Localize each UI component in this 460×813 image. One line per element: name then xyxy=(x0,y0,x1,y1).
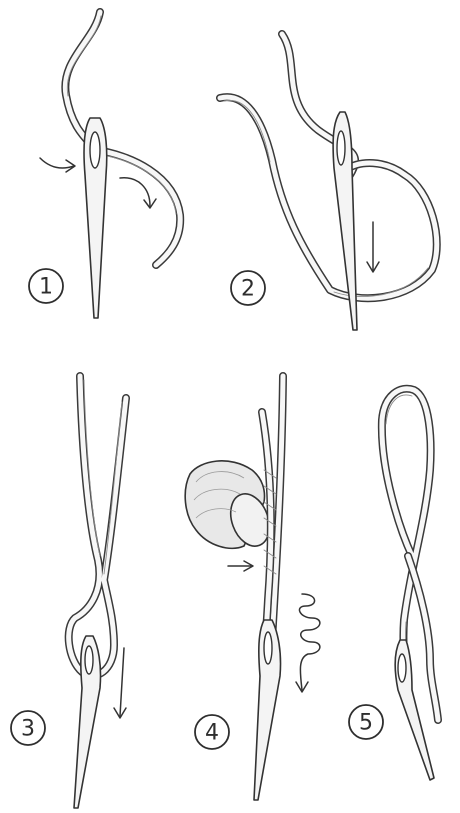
step-3-thread xyxy=(69,376,126,676)
step-2-panel: 2 xyxy=(220,34,437,330)
step-4-needle xyxy=(254,620,281,800)
step-4-beeswax xyxy=(185,461,276,552)
step-1-thread xyxy=(65,12,180,265)
step-4-twist-arrow xyxy=(296,594,320,692)
step-1-label: 1 xyxy=(39,275,53,300)
step-4-number-badge: 4 xyxy=(195,715,229,749)
step-1-panel: 1 xyxy=(29,12,180,318)
step-3-number-badge: 3 xyxy=(11,711,45,745)
step-4-label: 4 xyxy=(205,721,219,746)
step-5-number-badge: 5 xyxy=(349,705,383,739)
step-3-label: 3 xyxy=(21,717,35,742)
step-4-arrow-pointer xyxy=(228,561,253,571)
step-2-arrow-down xyxy=(367,222,379,272)
step-1-arrow-out xyxy=(120,178,156,208)
step-1-number-badge: 1 xyxy=(29,269,63,303)
step-5-panel: 5 xyxy=(349,389,438,780)
step-3-panel: 3 xyxy=(11,376,126,808)
step-2-number-badge: 2 xyxy=(231,271,265,305)
step-2-thread xyxy=(220,34,437,298)
step-2-label: 2 xyxy=(241,277,255,302)
step-1-needle xyxy=(84,118,107,318)
step-4-panel: 4 xyxy=(185,376,320,800)
step-5-label: 5 xyxy=(359,711,373,736)
step-1-arrow-in xyxy=(40,158,75,172)
